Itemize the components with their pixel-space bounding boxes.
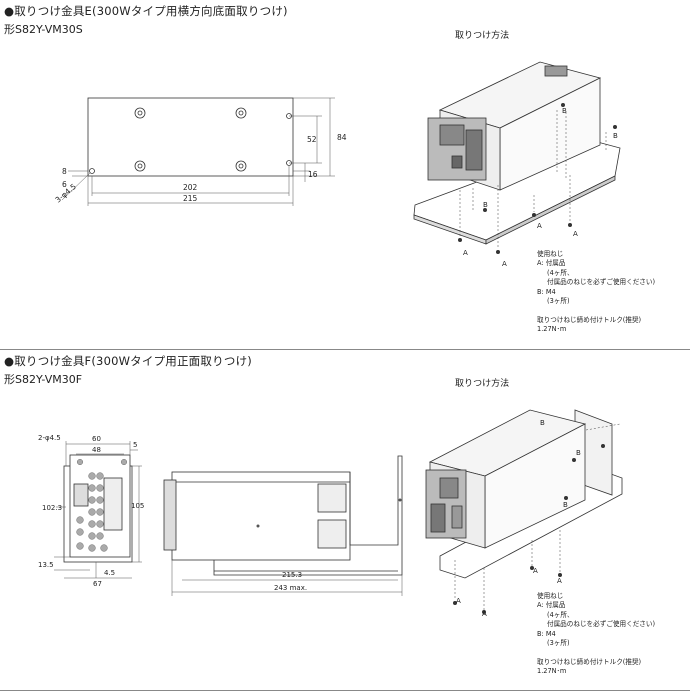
- e-callout-a-1: A: [463, 249, 468, 257]
- notes-torque-value: 1.27N･m: [537, 325, 567, 334]
- notes-a-count: (4ヶ所、: [547, 610, 574, 619]
- e-callout-b-3: B: [613, 132, 618, 140]
- dim-8: 8: [62, 167, 67, 176]
- dim-4-5: 4.5: [104, 569, 115, 577]
- notes-a-count: (4ヶ所、: [547, 268, 574, 277]
- section-f-title: ●取りつけ金具F(300Wタイプ用正面取りつけ): [4, 354, 252, 368]
- notes-b-line: B: M4: [537, 629, 556, 638]
- notes-b-line: B: M4: [537, 287, 556, 296]
- dim-105: 105: [131, 502, 144, 510]
- dim-84: 84: [337, 133, 347, 142]
- f-callout-a-3: A: [533, 567, 538, 575]
- dim-202: 202: [183, 183, 198, 192]
- dim-6: 6: [62, 180, 67, 189]
- dim-60: 60: [92, 435, 101, 443]
- notes-heading: 使用ねじ: [537, 250, 564, 258]
- f-callout-a-2: A: [482, 610, 487, 618]
- e-callout-a-2: A: [502, 260, 507, 268]
- section-e-model: 形S82Y-VM30S: [4, 23, 83, 36]
- e-callout-b-1: B: [483, 201, 488, 209]
- notes-torque-value: 1.27N･m: [537, 667, 567, 676]
- dim-215: 215: [183, 194, 198, 203]
- section-e-screw-notes: 使用ねじ A: 付属品 (4ヶ所、 付属品のねじを必ずご使用ください) B: M…: [537, 250, 655, 335]
- e-callout-a-3: A: [537, 222, 542, 230]
- f-callout-a-4: A: [557, 577, 562, 585]
- f-callout-a-1: A: [456, 597, 461, 605]
- dim-5: 5: [133, 441, 137, 449]
- notes-a-line: A: 付属品: [537, 601, 566, 610]
- notes-b-count: (3ヶ所): [547, 297, 570, 306]
- dim-hole-f: 2-φ4.5: [38, 434, 61, 442]
- notes-torque-label: 取りつけねじ締め付けトルク(推奨): [537, 657, 642, 666]
- notes-a-line: A: 付属品: [537, 259, 566, 268]
- notes-a-note: 付属品のねじを必ずご使用ください): [547, 620, 656, 629]
- dim-243-max: 243 max.: [274, 584, 307, 592]
- dim-52: 52: [307, 135, 317, 144]
- dim-48: 48: [92, 446, 101, 454]
- section-f-model: 形S82Y-VM30F: [4, 373, 83, 386]
- f-callout-b-3: B: [563, 501, 568, 509]
- dim-102-3: 102.3: [42, 504, 62, 512]
- dim-67: 67: [93, 580, 102, 588]
- section-f-screw-notes: 使用ねじ A: 付属品 (4ヶ所、 付属品のねじを必ずご使用ください) B: M…: [537, 592, 655, 677]
- section-e-install-label: 取りつけ方法: [455, 31, 510, 41]
- dim-16: 16: [308, 170, 318, 179]
- notes-heading: 使用ねじ: [537, 592, 564, 600]
- section-f-install-label: 取りつけ方法: [455, 379, 510, 389]
- e-callout-a-4: A: [573, 230, 578, 238]
- dim-13-5: 13.5: [38, 561, 54, 569]
- notes-torque-label: 取りつけねじ締め付けトルク(推奨): [537, 315, 642, 324]
- notes-a-note: 付属品のねじを必ずご使用ください): [547, 278, 656, 287]
- f-callout-b-2: B: [576, 449, 581, 457]
- section-e-title: ●取りつけ金具E(300Wタイプ用横方向底面取りつけ): [4, 4, 288, 18]
- section-divider: [0, 349, 690, 350]
- notes-b-count: (3ヶ所): [547, 639, 570, 648]
- e-callout-b-2: B: [562, 107, 567, 115]
- bottom-divider: [0, 690, 690, 691]
- f-callout-b-1: B: [540, 419, 545, 427]
- dim-215-3: 215.3: [282, 571, 302, 579]
